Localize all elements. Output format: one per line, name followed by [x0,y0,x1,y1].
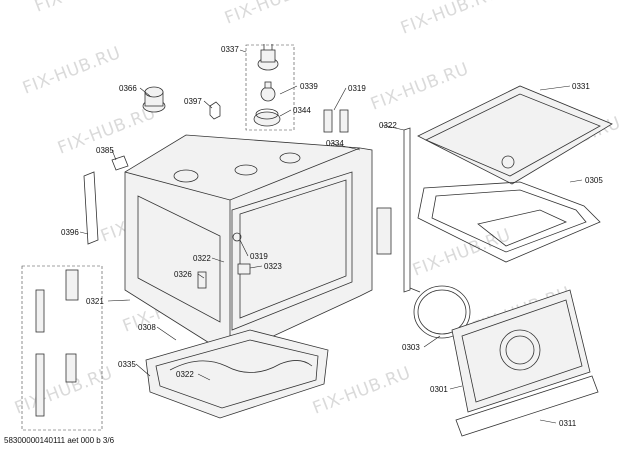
label-0303: 0303 [402,343,420,352]
rail-0322 [403,127,411,293]
grill-element-0305 [417,181,601,263]
label-0311: 0311 [559,419,577,428]
gasket-0311 [455,375,599,437]
fan-motor-0366 [142,86,166,113]
label-0366: 0366 [119,84,137,93]
clip-0397 [209,101,221,120]
part-0319 [232,232,242,242]
ring-element-0303 [409,285,471,339]
label-0301: 0301 [430,385,448,394]
hinge-holder [376,207,392,255]
label-0305: 0305 [585,176,603,185]
side-trim-0396 [83,171,99,245]
label-0319-top: 0319 [348,84,366,93]
side-panel-group-box [21,265,103,431]
lamp-cap-0337 [257,44,279,71]
label-0339: 0339 [300,82,318,91]
label-0321: 0321 [86,297,104,306]
bracket-0319 [323,109,349,133]
lamp-holder-0344 [253,108,281,127]
label-0322-mid: 0322 [193,254,211,263]
label-0344: 0344 [293,106,311,115]
side-panel-0321 [35,269,79,417]
leader-lines [79,49,583,424]
label-0337: 0337 [221,45,239,54]
label-0335: 0335 [118,360,136,369]
label-0322-rail: 0322 [379,121,397,130]
label-0322-bottom: 0322 [176,370,194,379]
part-0323 [237,263,251,275]
label-0331: 0331 [572,82,590,91]
oven-housing-0334 [124,134,373,357]
label-0334: 0334 [326,139,344,148]
label-0323: 0323 [264,262,282,271]
lamp-bulb-0339 [260,81,276,102]
label-0308: 0308 [138,323,156,332]
diagram-footer-code: 58300000140111 aet 000 b 3/6 [4,436,115,445]
clip-0385 [111,155,129,171]
label-0396: 0396 [61,228,79,237]
label-0385: 0385 [96,146,114,155]
bottom-element-0335 [145,329,329,419]
fan-cover-0301 [451,289,591,413]
label-0397: 0397 [184,97,202,106]
part-0326 [197,271,207,289]
rear-panel-0331 [417,85,613,185]
label-0319-mid: 0319 [250,252,268,261]
label-0326: 0326 [174,270,192,279]
